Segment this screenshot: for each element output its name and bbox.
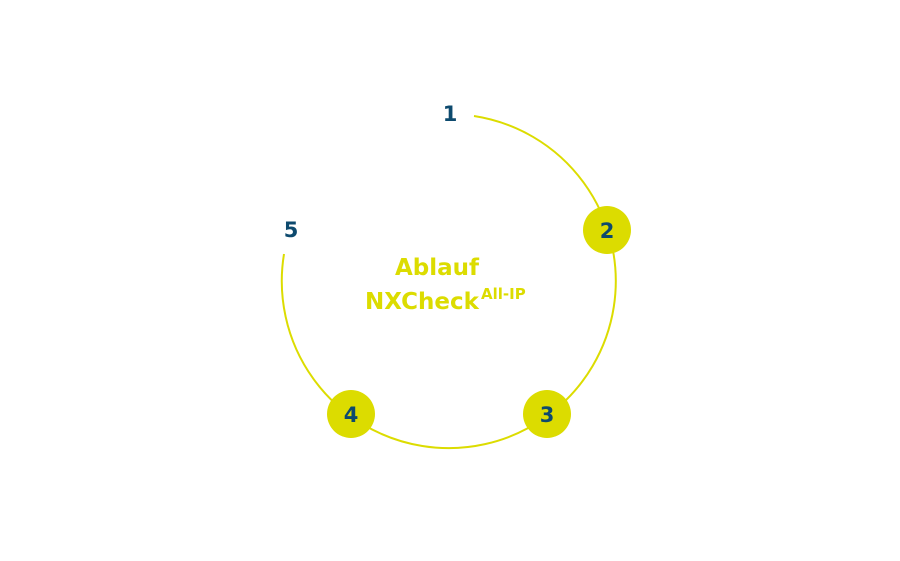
step-3: 3 xyxy=(523,390,571,438)
step-4: 4 xyxy=(327,390,375,438)
step-2-marker xyxy=(583,206,631,254)
step-4-marker xyxy=(327,390,375,438)
step-1: 1 xyxy=(443,102,458,126)
step-5: 5 xyxy=(284,218,299,242)
step-5-label: 5 xyxy=(284,218,299,242)
step-1-label: 1 xyxy=(443,102,458,126)
step-2-label: 2 xyxy=(600,219,615,243)
title-superscript: All-IP xyxy=(481,285,526,303)
step-3-label: 3 xyxy=(540,403,555,427)
step-2: 2 xyxy=(583,206,631,254)
cycle-arc xyxy=(280,115,617,450)
title-line-1: Ablauf xyxy=(395,255,480,281)
title-line-2: NXCheck xyxy=(365,289,480,315)
diagram-title: Ablauf NXCheck All-IP xyxy=(365,255,526,315)
step-4-label: 4 xyxy=(344,403,359,427)
step-3-marker xyxy=(523,390,571,438)
